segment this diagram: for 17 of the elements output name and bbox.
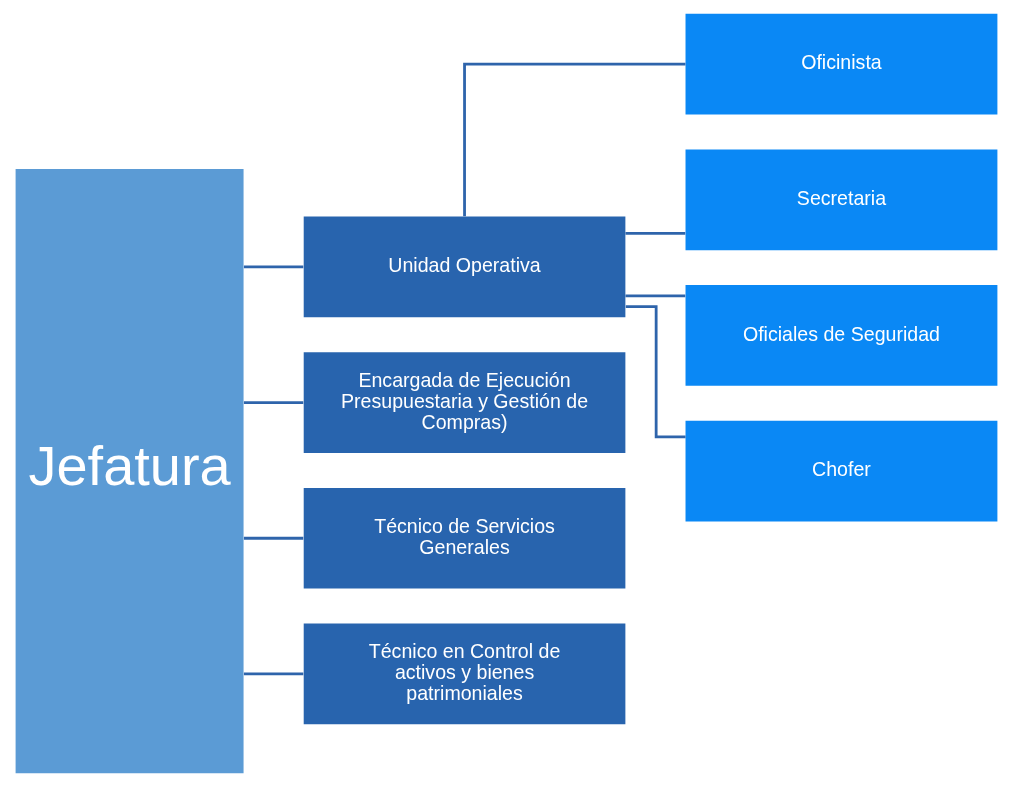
node-box: Jefatura <box>15 169 244 774</box>
node-box: Oficiales de Seguridad <box>685 285 998 386</box>
connector <box>243 536 304 540</box>
connector <box>243 672 304 676</box>
node-box: Encargada de Ejecución Presupuestaria y Gestión de Compras) <box>303 352 626 453</box>
node-box: Técnico de Servicios Generales <box>303 487 626 589</box>
connector <box>243 265 304 269</box>
connector <box>625 294 686 298</box>
node-box: Oficinista <box>685 13 998 115</box>
connector <box>625 231 686 235</box>
connector <box>625 305 686 439</box>
node-box: Chofer <box>685 420 998 522</box>
connector <box>243 401 304 404</box>
node-box: Técnico en Control de activos y bienes patrimoniales <box>303 623 626 725</box>
node-box: Secretaria <box>685 149 998 251</box>
connector <box>463 62 686 217</box>
node-box: Unidad Operativa <box>303 216 626 318</box>
